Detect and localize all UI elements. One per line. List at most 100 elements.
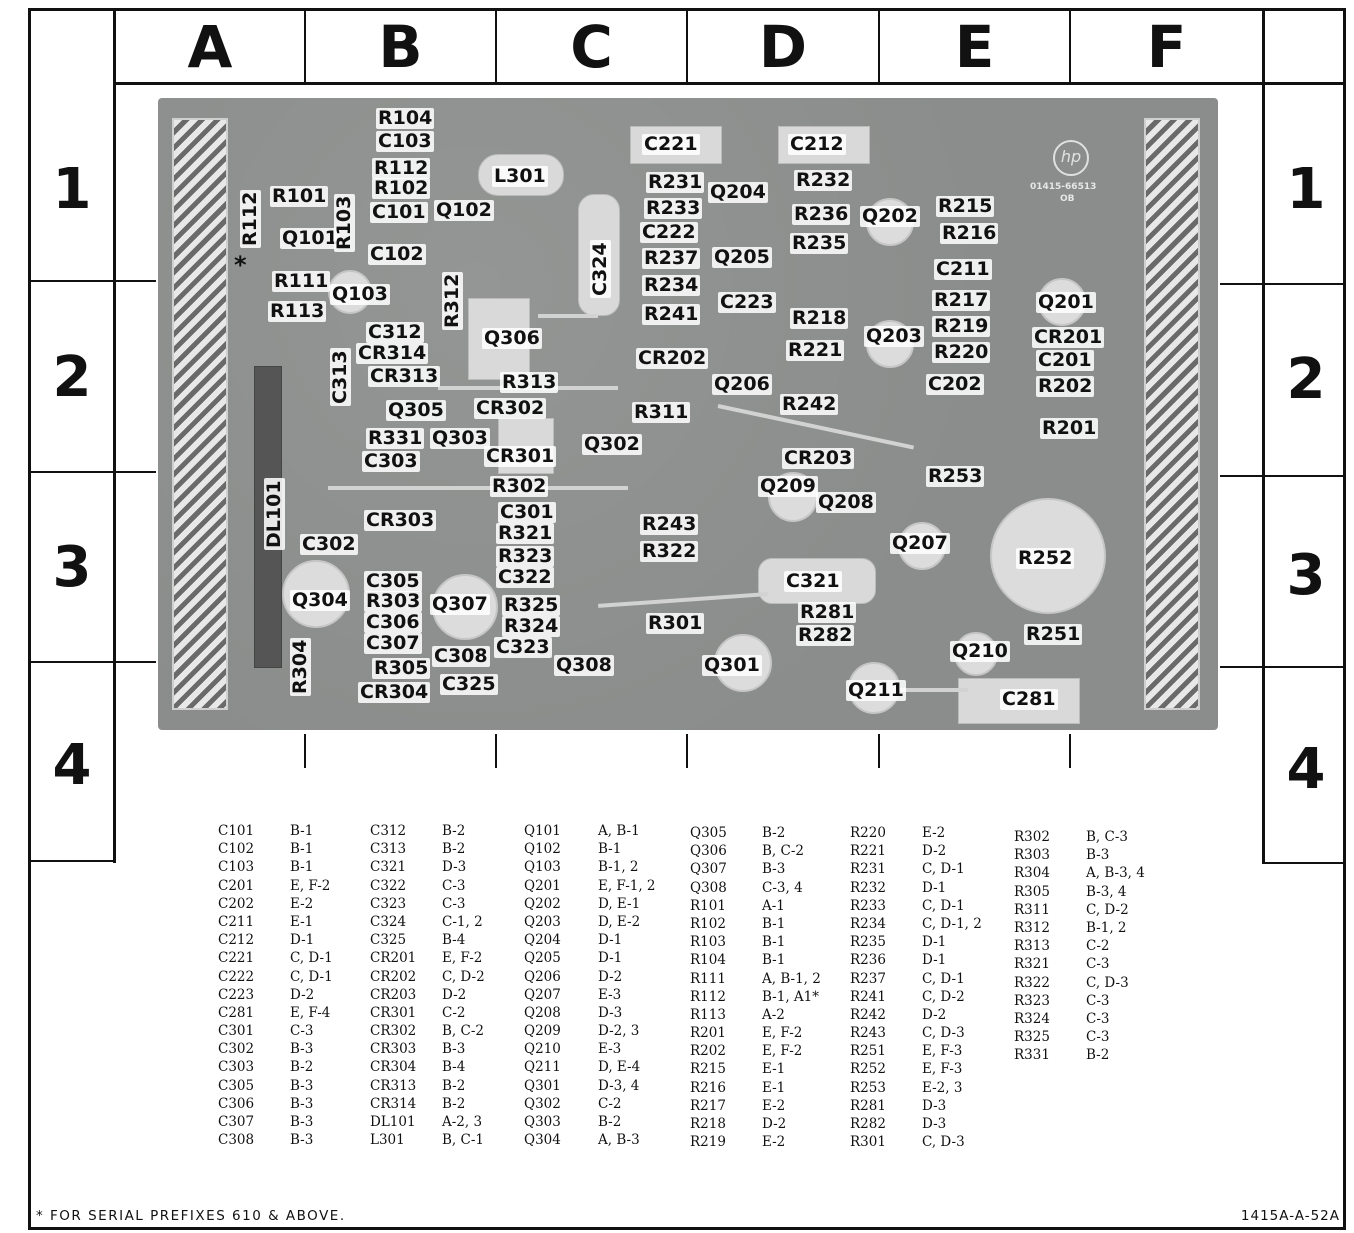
component-label: C103	[376, 130, 434, 152]
grid-location: E-1	[762, 1079, 786, 1096]
component-label: R202	[1036, 375, 1095, 397]
column-header-c: C	[570, 13, 613, 81]
board-part-number: 01415-66513	[1030, 182, 1097, 192]
reference-designator: C308	[218, 1132, 255, 1149]
component-label: R232	[794, 169, 853, 191]
component-label: L301	[492, 165, 548, 187]
reference-designator: CR302	[370, 1023, 417, 1040]
left-row-line-2	[28, 471, 156, 473]
grid-location: C, D-1	[922, 970, 965, 987]
component-label: R242	[780, 393, 839, 415]
component-label: R325	[502, 594, 561, 616]
grid-location: C, D-2	[1086, 901, 1129, 918]
component-label: C201	[1036, 349, 1094, 371]
row-label-left-4: 4	[52, 733, 92, 798]
reference-designator: L301	[370, 1132, 405, 1149]
grid-location: D-1	[598, 950, 623, 967]
component-label: R234	[642, 274, 701, 296]
component-label: R217	[932, 289, 991, 311]
reference-designator: R253	[850, 1079, 886, 1096]
component-label: C281	[1000, 688, 1058, 710]
grid-location: A-1	[762, 897, 785, 914]
right-row-line-1	[1220, 283, 1346, 285]
reference-designator: R102	[690, 915, 726, 932]
grid-location: C-3	[442, 877, 466, 894]
grid-location: B-2	[598, 1114, 622, 1130]
component-label: Q307	[430, 593, 490, 615]
grid-location: E, F-3	[922, 1061, 963, 1078]
grid-location: D-2	[922, 1006, 947, 1023]
reference-designator: CR202	[370, 968, 417, 985]
component-label: CR203	[782, 447, 855, 469]
reference-designator: R201	[690, 1025, 726, 1042]
grid-location: C, D-3	[1086, 974, 1129, 991]
grid-location: E, F-2	[442, 950, 483, 967]
right-row-bottom-line	[1262, 862, 1346, 864]
row-label-right-3: 3	[1286, 543, 1326, 608]
grid-location: C, D-1	[922, 861, 965, 878]
right-column-divider	[1262, 8, 1265, 863]
component-label: CR314	[356, 342, 429, 364]
grid-location: A, B-1	[598, 823, 640, 839]
reference-designator: C306	[218, 1095, 255, 1112]
reference-designator: R241	[850, 988, 886, 1005]
asterisk-marker: *	[234, 251, 247, 279]
component-label: CR313	[368, 365, 441, 387]
column-bottom-tick-2	[495, 734, 497, 768]
grid-location: B, C-3	[1086, 829, 1128, 845]
component-label: R112	[239, 189, 261, 248]
grid-location: E-1	[290, 913, 314, 930]
reference-designator: Q202	[524, 895, 561, 912]
grid-location: C, D-3	[922, 1025, 965, 1042]
grid-location: D-2	[762, 1116, 787, 1132]
grid-location: E-2	[762, 1134, 786, 1151]
grid-location: C, D-1	[290, 950, 333, 967]
reference-designator: CR304	[370, 1059, 417, 1076]
reference-designator: R104	[690, 952, 726, 969]
component-label: Q303	[430, 427, 490, 449]
board-part-suffix: OB	[1060, 194, 1075, 204]
component-label: R324	[502, 615, 561, 637]
component-label: C307	[364, 632, 422, 654]
reference-designator: C305	[218, 1077, 255, 1094]
component-label: R321	[496, 522, 555, 544]
reference-designator: CR301	[370, 1004, 417, 1021]
grid-location: B-4	[442, 932, 466, 949]
trace-5	[898, 688, 968, 692]
component-label: R331	[366, 427, 425, 449]
reference-designator: R324	[1014, 1010, 1050, 1027]
component-label: Q208	[816, 491, 876, 513]
reference-designator: R103	[690, 934, 726, 951]
reference-designator: R321	[1014, 956, 1050, 973]
component-label: C308	[432, 645, 490, 667]
reference-designator: R303	[1014, 847, 1050, 864]
component-label: CR302	[474, 397, 547, 419]
